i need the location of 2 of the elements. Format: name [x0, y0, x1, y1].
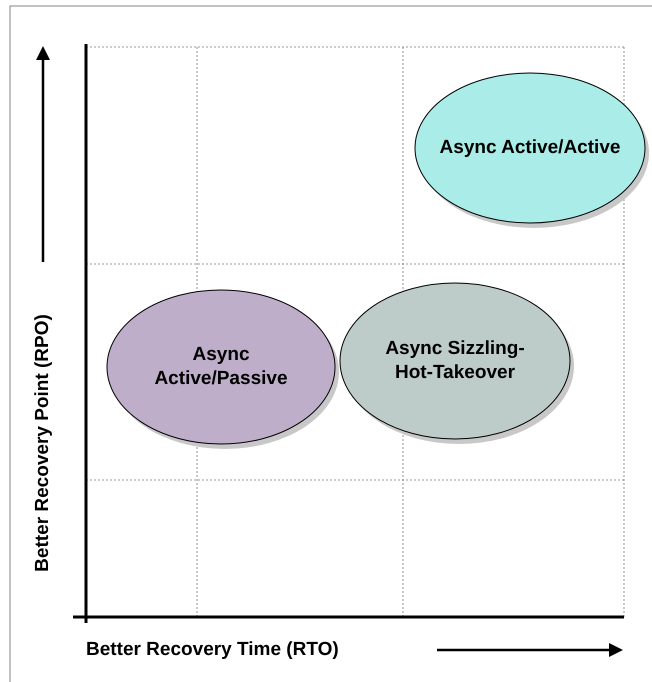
axis-label: Better Recovery Point (RPO) — [32, 314, 54, 572]
axis-label: Better Recovery Time (RTO) — [86, 639, 339, 661]
